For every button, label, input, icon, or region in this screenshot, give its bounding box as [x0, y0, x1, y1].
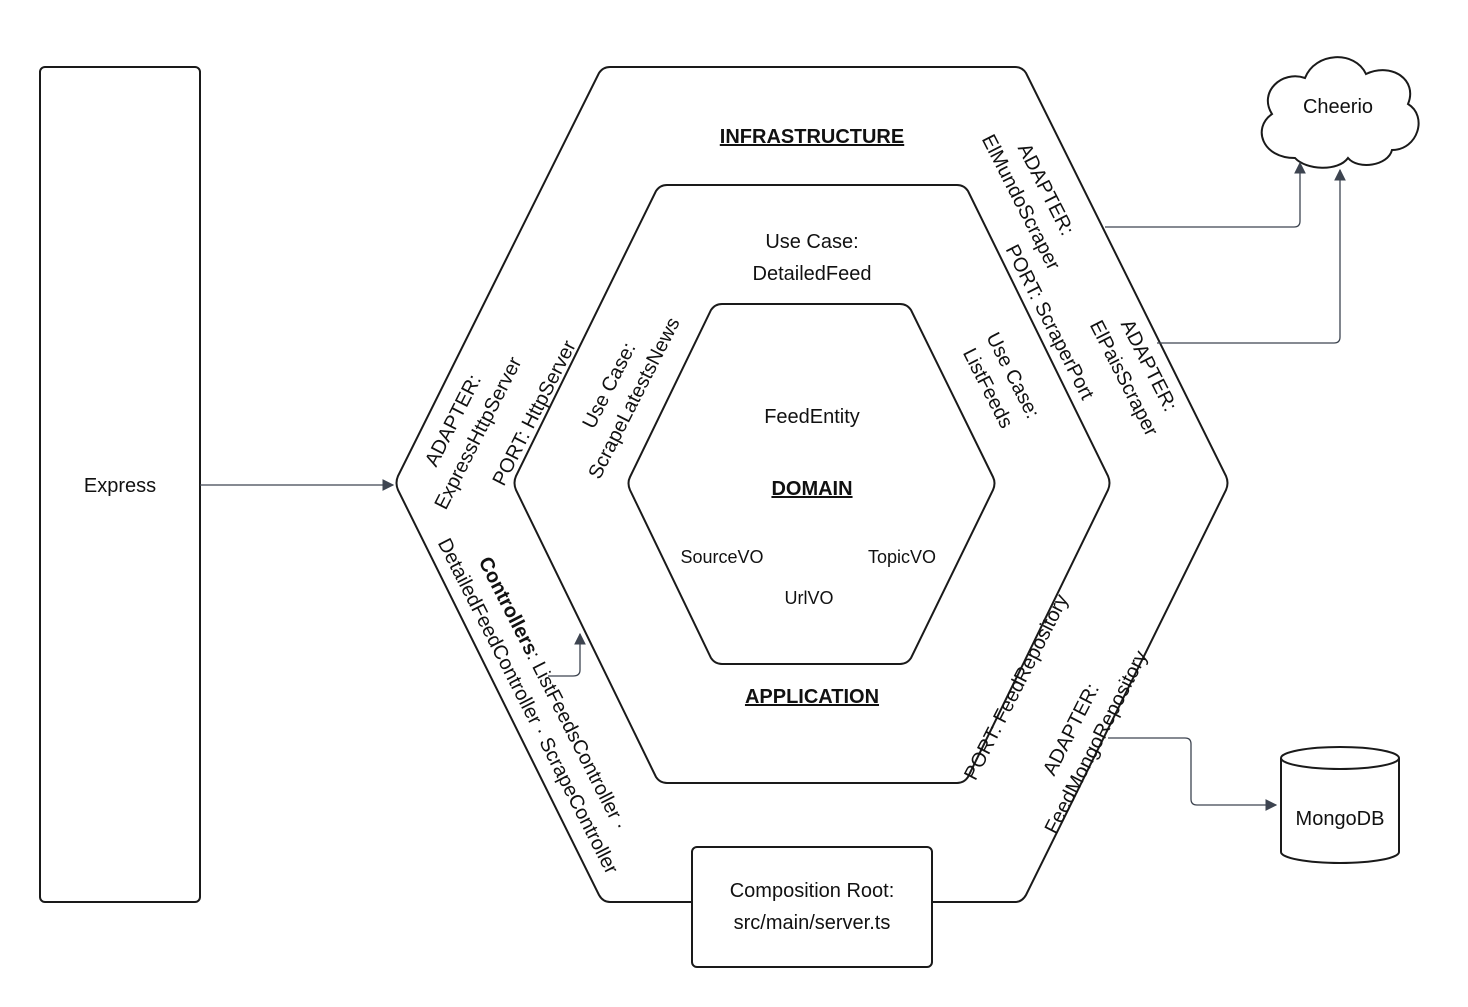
composition-root-node: Composition Root: src/main/server.ts [691, 846, 933, 968]
controllers-list-2: DetailedFeedController · ScrapeControlle… [433, 535, 622, 878]
elmundo-to-cheerio-arrow [1105, 161, 1306, 228]
cloud-icon [1260, 56, 1420, 169]
use-case-list: Use Case: ListFeeds [958, 329, 1043, 432]
source-vo-label: SourceVO [680, 547, 763, 567]
svg-text:Controllers: ListFeedsControll: Controllers: ListFeedsController · [474, 553, 631, 833]
express-label: Express [84, 475, 156, 497]
adapter-elpais-scraper: ADAPTER: ElPaisScraper [1085, 316, 1181, 440]
composition-root-title: Composition Root: [730, 880, 895, 902]
url-vo-label: UrlVO [785, 588, 834, 608]
composition-root-path: src/main/server.ts [734, 912, 891, 934]
mongodb-node: MongoDB [1280, 746, 1400, 864]
mongodb-label: MongoDB [1296, 808, 1385, 830]
domain-hexagon [627, 303, 996, 665]
use-case-detailed-name: DetailedFeed [753, 263, 872, 285]
use-case-detailed-label: Use Case: [765, 231, 858, 253]
application-header: APPLICATION [745, 686, 879, 708]
controllers-to-httpserver-arrow [548, 632, 586, 677]
infrastructure-header: INFRASTRUCTURE [720, 126, 904, 148]
express-node: Express [39, 66, 201, 903]
application-hexagon [513, 184, 1111, 784]
controllers-label: Controllers: ListFeedsController · Detai… [433, 535, 631, 878]
infrastructure-hexagon [395, 66, 1229, 903]
use-case-scrape: Use Case: ScrapeLatestsNews [579, 314, 685, 482]
adapter-elmundo-scraper: ADAPTER: ElMundoScraper [977, 131, 1078, 274]
port-http-server-label: PORT: HttpServer [489, 337, 581, 490]
cheerio-node: Cheerio [1260, 56, 1420, 169]
elpais-to-cheerio-arrow [1157, 168, 1346, 344]
cheerio-label: Cheerio [1303, 96, 1373, 118]
feed-entity-label: FeedEntity [764, 406, 860, 428]
topic-vo-label: TopicVO [868, 547, 936, 567]
domain-header: DOMAIN [771, 478, 852, 500]
repository-to-mongodb-arrow [1108, 737, 1278, 811]
